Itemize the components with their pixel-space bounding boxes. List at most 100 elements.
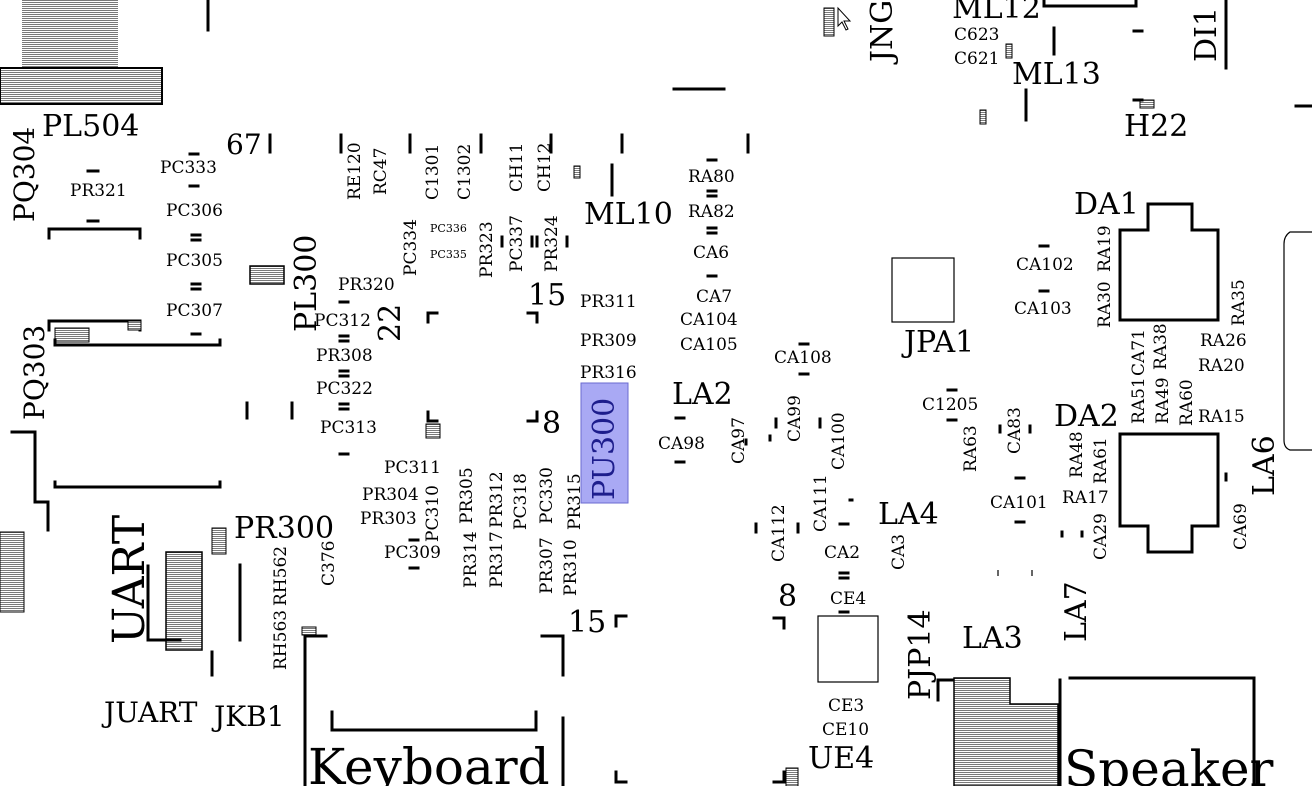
label-pr320[interactable]: PR320 [338,275,395,295]
label-ce4[interactable]: CE4 [830,589,866,609]
label-ra38[interactable]: RA38 [1151,323,1171,370]
label-pr324[interactable]: PR324 [542,215,562,272]
label-pr307[interactable]: PR307 [537,537,557,594]
label-la2[interactable]: LA2 [672,377,733,412]
label-pc306[interactable]: PC306 [166,201,223,221]
label-pc305[interactable]: PC305 [166,251,223,271]
label-ca69[interactable]: CA69 [1231,503,1251,550]
label-ce3[interactable]: CE3 [828,696,864,716]
label-c621[interactable]: C621 [954,49,999,69]
label-pc318[interactable]: PC318 [511,473,531,530]
label-h22[interactable]: H22 [1124,109,1188,144]
label-pc309[interactable]: PC309 [384,543,441,563]
label-ra19[interactable]: RA19 [1095,225,1115,272]
label-rh563[interactable]: RH563 [271,610,291,670]
label-pr315[interactable]: PR315 [565,473,585,530]
label-pq304[interactable]: PQ304 [8,127,41,222]
label-ra63[interactable]: RA63 [961,425,981,472]
label-pr304[interactable]: PR304 [362,485,419,505]
label-ca105[interactable]: CA105 [680,335,738,355]
label-ra61[interactable]: RA61 [1091,437,1111,484]
label-ra49[interactable]: RA49 [1153,377,1173,424]
label-la6[interactable]: LA6 [1247,435,1282,496]
label-pc337[interactable]: PC337 [507,215,527,272]
label-di1[interactable]: DI1 [1189,7,1224,62]
label-rh562[interactable]: RH562 [271,546,291,606]
label-pr305[interactable]: PR305 [457,467,477,524]
label-ca29[interactable]: CA29 [1091,513,1111,560]
label-ra51[interactable]: RA51 [1129,377,1149,424]
label-ml13[interactable]: ML13 [1012,57,1101,92]
label-ra60[interactable]: RA60 [1177,379,1197,426]
label-pq303[interactable]: PQ303 [18,325,51,420]
label-ce10[interactable]: CE10 [822,720,869,740]
label-ml12[interactable]: ML12 [952,0,1041,26]
label-pr317[interactable]: PR317 [487,531,507,588]
label-ra17[interactable]: RA17 [1062,488,1109,508]
label-ra35[interactable]: RA35 [1229,279,1249,326]
label-ca102[interactable]: CA102 [1016,255,1074,275]
label-jng[interactable]: JNG [865,0,900,65]
label-ml10[interactable]: ML10 [584,197,673,232]
label-pc335[interactable]: PC335 [430,248,467,261]
label-ca83[interactable]: CA83 [1005,407,1025,454]
label-ra26[interactable]: RA26 [1200,331,1247,351]
label-ca112[interactable]: CA112 [769,504,789,562]
label-re120[interactable]: RE120 [345,142,365,200]
label-ra20[interactable]: RA20 [1198,356,1245,376]
label-pc322[interactable]: PC322 [316,379,373,399]
label-ch11[interactable]: CH11 [507,143,527,192]
label-ra48[interactable]: RA48 [1067,431,1087,478]
label-ca71[interactable]: CA71 [1129,329,1149,376]
label-pr310[interactable]: PR310 [561,539,581,596]
label-la4[interactable]: LA4 [878,497,939,532]
label-pc311[interactable]: PC311 [384,458,441,478]
label-pr309[interactable]: PR309 [580,331,637,351]
label-ca99[interactable]: CA99 [785,395,805,442]
label-keyboard[interactable]: Keyboard [308,738,550,786]
label-pc333[interactable]: PC333 [160,158,217,178]
label-pu300[interactable]: PU300 [587,398,622,500]
label-la7[interactable]: LA7 [1059,581,1094,642]
label-ch12[interactable]: CH12 [535,143,555,192]
label-ca97[interactable]: CA97 [729,417,749,464]
label-ca101[interactable]: CA101 [990,493,1048,513]
label-pc336[interactable]: PC336 [430,222,467,235]
label-juart[interactable]: JUART [101,696,198,729]
label-pr303[interactable]: PR303 [360,509,417,529]
label-speaker[interactable]: Speaker [1064,740,1274,786]
label-pr321[interactable]: PR321 [70,181,127,201]
label-pjp14[interactable]: PJP14 [903,609,938,700]
label-ca111[interactable]: CA111 [811,474,831,532]
label-ue4[interactable]: UE4 [808,741,874,776]
label-pc312[interactable]: PC312 [314,311,371,331]
label-ca104[interactable]: CA104 [680,310,738,330]
label-pc313[interactable]: PC313 [320,418,377,438]
label-pr316[interactable]: PR316 [580,363,637,383]
label-ca108[interactable]: CA108 [774,348,832,368]
label-ca2[interactable]: CA2 [824,543,860,563]
label-pc310[interactable]: PC310 [423,485,443,542]
label-pr311[interactable]: PR311 [580,292,637,312]
label-ca3[interactable]: CA3 [889,534,909,570]
label-pr312[interactable]: PR312 [487,471,507,528]
label-jpa1[interactable]: JPA1 [901,325,974,360]
label-ra82[interactable]: RA82 [688,202,735,222]
label-c623[interactable]: C623 [954,25,999,45]
label-da1[interactable]: DA1 [1074,187,1139,222]
label-ra30[interactable]: RA30 [1095,281,1115,328]
label-pr314[interactable]: PR314 [461,531,481,588]
label-pl504[interactable]: PL504 [42,109,139,144]
label-pl300[interactable]: PL300 [289,235,324,332]
label-ra80[interactable]: RA80 [688,167,735,187]
label-pc330[interactable]: PC330 [537,467,557,524]
label-ra15[interactable]: RA15 [1198,407,1245,427]
label-pr323[interactable]: PR323 [477,221,497,278]
label-ca100[interactable]: CA100 [829,412,849,470]
label-pr300[interactable]: PR300 [234,511,334,546]
label-ca103[interactable]: CA103 [1014,299,1072,319]
label-c376[interactable]: C376 [319,541,339,586]
label-ca98[interactable]: CA98 [658,434,705,454]
label-pc307[interactable]: PC307 [166,301,223,321]
label-uart[interactable]: UART [104,515,155,644]
